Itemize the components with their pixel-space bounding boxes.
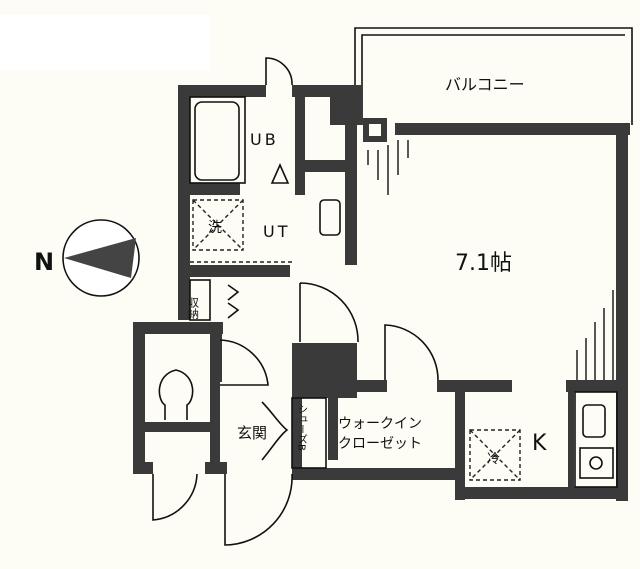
- storage-door-icon: [227, 284, 240, 319]
- toilet-door-icon: [219, 339, 269, 386]
- shoe-box: [291, 397, 327, 469]
- entrance-label: 玄関: [237, 424, 267, 442]
- main-room-label: 7.1帖: [455, 251, 512, 276]
- entrance: 玄関 シューズB: [224, 397, 327, 546]
- shoe-box-label: シューズB: [296, 404, 308, 451]
- walls: [133, 85, 630, 501]
- utility-label: UT: [263, 222, 290, 241]
- stove-icon: [579, 447, 614, 479]
- storage: 収納: [187, 279, 240, 321]
- toilet-outer-door-icon: [152, 473, 198, 521]
- toilet-icon: [158, 369, 194, 420]
- kitchen-label: K: [532, 431, 547, 456]
- walk-in-closet: ウォークイン クローゼット: [338, 416, 422, 452]
- balcony-label: バルコニー: [445, 75, 525, 94]
- walk-in-closet-label-1: ウォークイン: [338, 416, 422, 432]
- toilet: [152, 339, 269, 521]
- sink-icon: [319, 199, 341, 236]
- fridge-label: 冷: [487, 452, 500, 467]
- kitchen: 冷 K: [469, 391, 618, 488]
- faded-header: [0, 15, 210, 70]
- front-door-icon: [224, 473, 293, 546]
- storage-label-1: 収納: [187, 297, 200, 320]
- kitchen-sink-icon: [582, 404, 606, 438]
- compass-north-label: N: [34, 248, 54, 276]
- room-door-icon: [299, 282, 359, 343]
- closet-door-icon: [384, 324, 439, 381]
- washer-space-icon: [192, 199, 244, 251]
- balcony: バルコニー: [354, 27, 633, 125]
- unit-bath-label: UB: [250, 130, 279, 149]
- utility: 洗 UT: [190, 199, 341, 263]
- compass-needle-icon: [64, 238, 136, 278]
- main-room: 7.1帖: [299, 140, 614, 381]
- fridge-space-icon: [469, 429, 521, 481]
- walk-in-closet-label-2: クローゼット: [338, 436, 422, 452]
- washer-label: 洗: [208, 220, 222, 236]
- bath-door-icon: [265, 57, 293, 86]
- bathtub-icon: [194, 101, 240, 181]
- compass: N: [34, 219, 140, 297]
- unit-bath: UB: [189, 57, 293, 184]
